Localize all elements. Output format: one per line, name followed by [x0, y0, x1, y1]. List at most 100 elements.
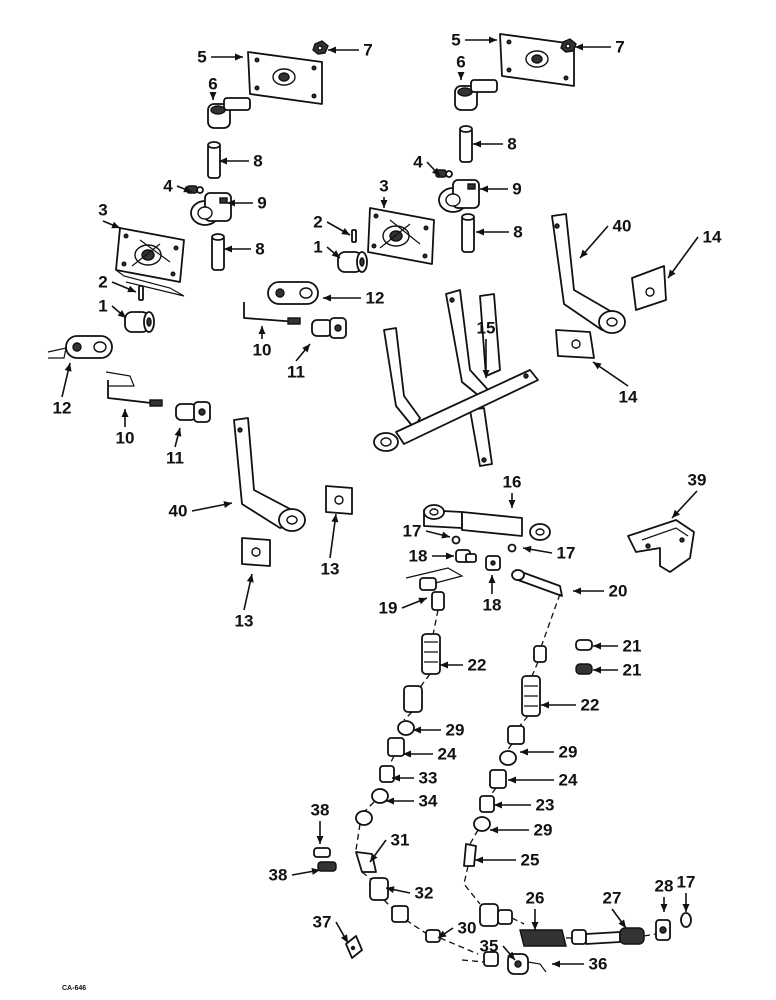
callout-1: 1	[313, 238, 341, 259]
callout-14: 14	[592, 361, 638, 407]
callout-label: 6	[208, 75, 217, 94]
pin-upper-right	[459, 125, 473, 163]
callout-label: 12	[53, 399, 72, 418]
arrowhead	[488, 575, 496, 583]
callout-15: 15	[477, 319, 496, 378]
arrowhead	[224, 245, 232, 253]
arrowhead	[473, 140, 481, 148]
arrowhead	[580, 249, 588, 258]
callout-label: 22	[468, 656, 487, 675]
callout-label: 29	[559, 743, 578, 762]
callout-label: 25	[521, 851, 540, 870]
callout-29: 29	[520, 743, 577, 762]
arrowhead	[660, 904, 668, 912]
fitting-28	[655, 919, 671, 941]
callout-3: 3	[379, 177, 389, 208]
leader-line	[667, 236, 699, 279]
callout-label: 14	[703, 228, 722, 247]
callout-label: 14	[619, 388, 638, 407]
callout-37: 37	[313, 913, 349, 944]
arrowhead	[386, 797, 394, 805]
callout-6: 6	[208, 75, 218, 100]
callout-9: 9	[227, 194, 267, 213]
callout-label: 3	[98, 201, 107, 220]
arrowhead	[682, 904, 690, 912]
callout-label: 15	[477, 319, 496, 338]
callout-35: 35	[480, 937, 516, 961]
arrowhead	[476, 228, 484, 236]
callout-28: 28	[655, 877, 673, 912]
callout-label: 26	[526, 889, 545, 908]
callout-8: 8	[476, 223, 523, 242]
callout-4: 4	[163, 177, 193, 196]
mounting-bracket-13b	[241, 537, 271, 567]
callout-label: 38	[269, 866, 288, 885]
callout-25: 25	[475, 851, 539, 870]
callout-3: 3	[98, 201, 121, 229]
callout-26: 26	[526, 889, 545, 930]
callout-5: 5	[197, 48, 243, 67]
callout-label: 34	[419, 792, 438, 811]
callout-label: 8	[255, 240, 264, 259]
lift-arm-lower-left	[233, 417, 306, 532]
callout-label: 27	[603, 889, 622, 908]
hydraulic-cylinder	[423, 504, 551, 541]
callout-label: 17	[677, 873, 696, 892]
arrowhead	[475, 856, 483, 864]
callout-label: 29	[534, 821, 553, 840]
callout-label: 4	[163, 177, 173, 196]
callout-label: 20	[609, 582, 628, 601]
callout-label: 3	[379, 177, 388, 196]
callout-22: 22	[541, 696, 599, 715]
callout-6: 6	[456, 53, 466, 80]
callout-label: 13	[321, 560, 340, 579]
clevis-left	[175, 401, 211, 423]
nut-left	[312, 40, 329, 55]
callout-11: 11	[287, 343, 311, 382]
tube-assembly	[511, 569, 563, 651]
arrowhead	[316, 836, 324, 844]
callout-29: 29	[490, 821, 552, 840]
arrowhead	[64, 363, 72, 372]
callout-label: 7	[615, 38, 624, 57]
callout-14: 14	[667, 228, 722, 279]
callout-32: 32	[385, 884, 434, 903]
arrowhead	[508, 776, 516, 784]
o-ring-17a	[451, 535, 461, 545]
lever-arm-right	[267, 281, 319, 305]
base-plate-right	[367, 207, 435, 265]
callout-30: 30	[437, 919, 476, 939]
callout-label: 32	[415, 884, 434, 903]
arrowhead	[482, 370, 490, 378]
callout-label: 2	[98, 273, 107, 292]
callout-40: 40	[579, 217, 631, 259]
arrowhead	[552, 960, 560, 968]
callout-20: 20	[573, 582, 627, 601]
arrowhead	[127, 285, 136, 293]
line-27	[571, 927, 657, 945]
lift-frame	[373, 289, 539, 467]
callout-36: 36	[552, 955, 607, 974]
lift-arm-upper-right	[551, 213, 626, 334]
callout-13: 13	[235, 573, 254, 631]
elbow-fitting-right	[454, 79, 498, 111]
elbow-18a	[455, 549, 477, 563]
callout-label: 4	[413, 153, 423, 172]
arrowhead	[219, 157, 227, 165]
elbow-18b	[485, 555, 501, 571]
bolts-38	[313, 847, 337, 872]
o-ring-17b	[507, 543, 517, 553]
callout-8: 8	[473, 135, 517, 154]
callout-38: 38	[311, 801, 329, 844]
support-bracket-39	[627, 519, 695, 573]
callout-9: 9	[480, 180, 522, 199]
arrowhead	[431, 167, 440, 176]
callout-label: 8	[253, 152, 262, 171]
callout-33: 33	[392, 769, 437, 788]
bracket-upper	[631, 265, 667, 311]
arrowhead	[520, 748, 528, 756]
arrowhead	[117, 310, 126, 318]
bracket-lower	[555, 329, 595, 359]
clevis-right	[311, 317, 347, 339]
